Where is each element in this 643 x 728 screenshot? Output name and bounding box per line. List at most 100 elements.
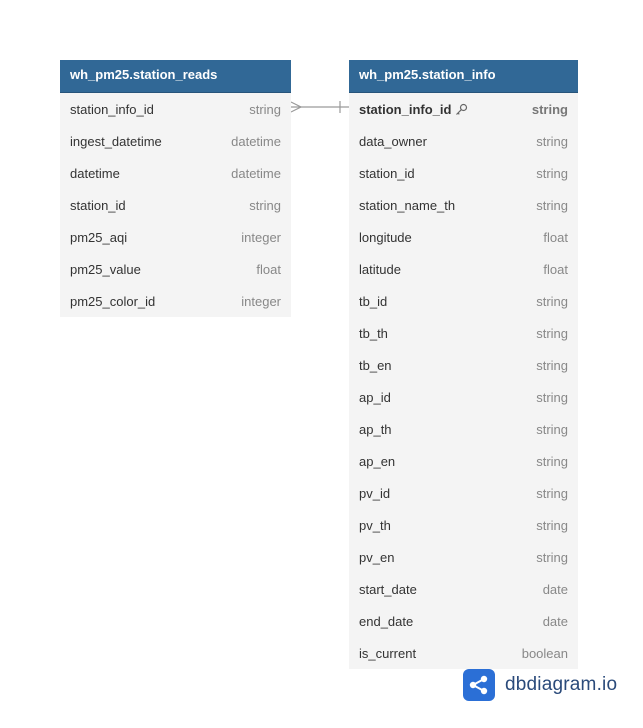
column-name: station_info_id bbox=[359, 102, 468, 117]
column-name-text: ingest_datetime bbox=[70, 133, 162, 149]
table-row[interactable]: station_name_th string bbox=[349, 189, 578, 221]
column-type: string bbox=[536, 165, 568, 181]
table-header[interactable]: wh_pm25.station_reads bbox=[60, 60, 291, 93]
column-type: date bbox=[542, 613, 568, 629]
column-type: integer bbox=[241, 229, 281, 245]
table-row[interactable]: datetime datetime bbox=[60, 157, 291, 189]
table-row[interactable]: pm25_aqi integer bbox=[60, 221, 291, 253]
column-type: string bbox=[536, 293, 568, 309]
column-name-text: station_info_id bbox=[359, 101, 452, 117]
column-name-text: longitude bbox=[359, 229, 412, 245]
table-row[interactable]: ap_th string bbox=[349, 413, 578, 445]
column-name-text: data_owner bbox=[359, 133, 427, 149]
column-name: pv_th bbox=[359, 518, 391, 533]
table-header[interactable]: wh_pm25.station_info bbox=[349, 60, 578, 93]
column-name: pv_id bbox=[359, 486, 390, 501]
table-row[interactable]: start_date date bbox=[349, 573, 578, 605]
column-name: tb_th bbox=[359, 326, 388, 341]
brand-watermark[interactable]: dbdiagram.io bbox=[463, 669, 617, 701]
column-type: string bbox=[536, 133, 568, 149]
column-type: float bbox=[256, 261, 281, 277]
table-row[interactable]: ap_id string bbox=[349, 381, 578, 413]
column-name-text: station_info_id bbox=[70, 101, 154, 117]
column-name-text: pv_id bbox=[359, 485, 391, 501]
column-name-text: pm25_color_id bbox=[70, 293, 156, 309]
column-name-text: tb_th bbox=[359, 325, 388, 341]
table-row[interactable]: station_info_id string bbox=[349, 93, 578, 125]
column-type: datetime bbox=[231, 165, 281, 181]
column-name-text: tb_id bbox=[359, 293, 388, 309]
column-name: pm25_color_id bbox=[70, 294, 155, 309]
column-type: string bbox=[536, 517, 568, 533]
column-name: station_name_th bbox=[359, 198, 455, 213]
column-type: string bbox=[536, 453, 568, 469]
column-name-text: pm25_aqi bbox=[70, 229, 128, 245]
table-row[interactable]: data_owner string bbox=[349, 125, 578, 157]
column-name: station_id bbox=[359, 166, 415, 181]
table-row[interactable]: pm25_value float bbox=[60, 253, 291, 285]
table-row[interactable]: tb_th string bbox=[349, 317, 578, 349]
column-name-text: pm25_value bbox=[70, 261, 141, 277]
column-name: tb_en bbox=[359, 358, 392, 373]
table-row[interactable]: tb_id string bbox=[349, 285, 578, 317]
column-name-text: station_id bbox=[359, 165, 415, 181]
column-name: ap_id bbox=[359, 390, 391, 405]
brand-name: dbdiagram.io bbox=[505, 674, 618, 695]
column-type: string bbox=[536, 389, 568, 405]
column-name: ap_th bbox=[359, 422, 392, 437]
column-name-text: latitude bbox=[359, 261, 401, 277]
column-name: is_current bbox=[359, 646, 416, 661]
column-type: string bbox=[536, 325, 568, 341]
column-type: date bbox=[542, 581, 568, 597]
table-row[interactable]: station_id string bbox=[349, 157, 578, 189]
column-name: data_owner bbox=[359, 134, 427, 149]
column-name: start_date bbox=[359, 582, 417, 597]
column-name: ap_en bbox=[359, 454, 395, 469]
share-nodes-icon bbox=[463, 669, 495, 701]
table-row[interactable]: tb_en string bbox=[349, 349, 578, 381]
table-row[interactable]: end_date date bbox=[349, 605, 578, 637]
table-row[interactable]: pm25_color_id integer bbox=[60, 285, 291, 317]
column-type: string bbox=[536, 549, 568, 565]
column-type: string bbox=[536, 485, 568, 501]
column-name: pm25_value bbox=[70, 262, 141, 277]
column-name: station_id bbox=[70, 198, 126, 213]
column-type: string bbox=[536, 357, 568, 373]
column-name: ingest_datetime bbox=[70, 134, 162, 149]
column-type: integer bbox=[241, 293, 281, 309]
column-type: string bbox=[249, 101, 281, 117]
column-name: longitude bbox=[359, 230, 412, 245]
column-name: end_date bbox=[359, 614, 413, 629]
column-name-text: ap_en bbox=[359, 453, 396, 469]
table-row[interactable]: station_id string bbox=[60, 189, 291, 221]
column-type: string bbox=[531, 101, 568, 117]
column-name: tb_id bbox=[359, 294, 387, 309]
column-type: string bbox=[536, 421, 568, 437]
column-name: station_info_id bbox=[70, 102, 154, 117]
column-name-text: ap_id bbox=[359, 389, 391, 405]
column-name: latitude bbox=[359, 262, 401, 277]
table-row[interactable]: ap_en string bbox=[349, 445, 578, 477]
table-row[interactable]: longitude float bbox=[349, 221, 578, 253]
table-row[interactable]: pv_id string bbox=[349, 477, 578, 509]
column-name-text: station_id bbox=[70, 197, 126, 213]
table-row[interactable]: station_info_id string bbox=[60, 93, 291, 125]
table-row[interactable]: pv_th string bbox=[349, 509, 578, 541]
column-name-text: is_current bbox=[359, 645, 417, 661]
column-type: string bbox=[536, 197, 568, 213]
column-type: string bbox=[249, 197, 281, 213]
column-name-text: pv_th bbox=[359, 517, 391, 533]
column-type: float bbox=[543, 229, 568, 245]
key-icon bbox=[455, 103, 468, 116]
column-name-text: end_date bbox=[359, 613, 414, 629]
column-name-text: station_name_th bbox=[359, 197, 456, 213]
column-name: datetime bbox=[70, 166, 120, 181]
